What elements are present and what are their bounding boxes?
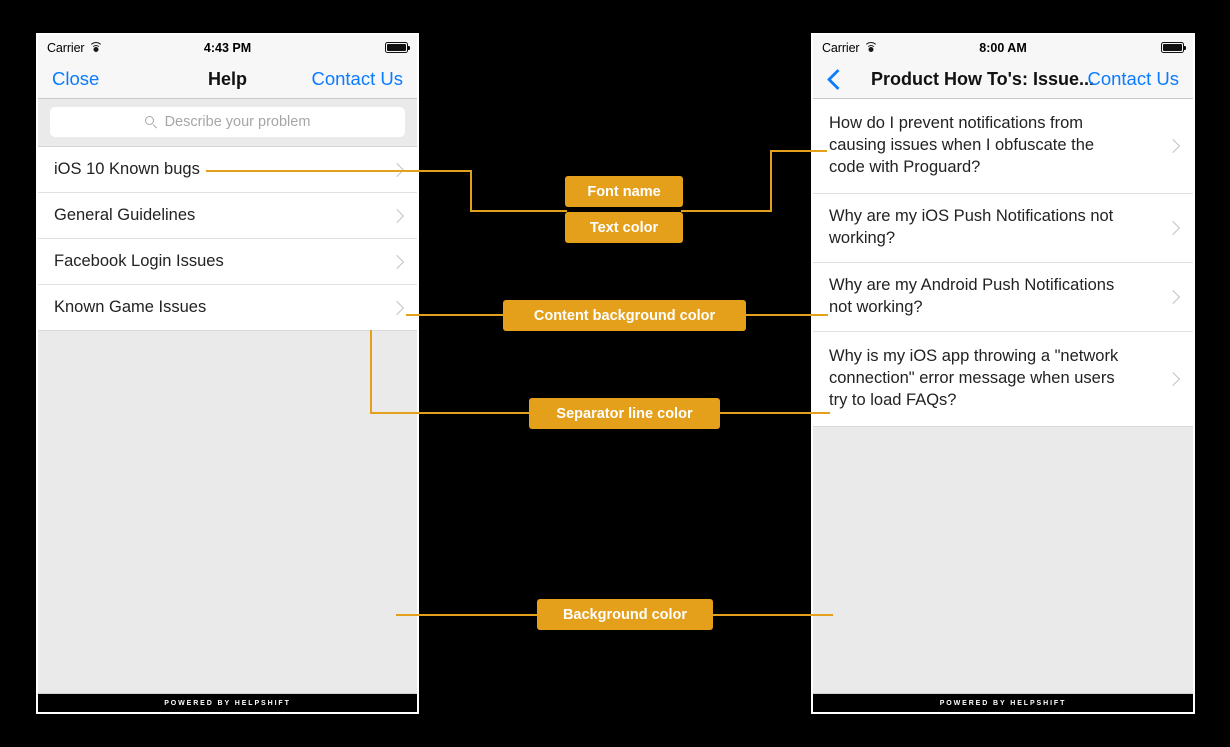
right-status-right [1161, 42, 1187, 53]
connector-right-fontname-h2 [770, 150, 827, 152]
search-bar-container: Describe your problem [38, 99, 417, 147]
list-item-label: Known Game Issues [54, 297, 207, 316]
list-item[interactable]: Known Game Issues [38, 285, 417, 331]
chevron-right-icon [392, 207, 403, 225]
powered-by-footer: POWERED BY HELPSHIFT [813, 693, 1193, 712]
search-placeholder: Describe your problem [164, 114, 311, 130]
list-item-label: Why are my Android Push Notifications no… [829, 275, 1115, 316]
list-item[interactable]: How do I prevent notifications from caus… [813, 99, 1193, 194]
list-item-content: General Guidelines [54, 193, 203, 238]
wifi-icon [89, 42, 103, 53]
annotation-background-color: Background color [537, 599, 713, 630]
right-phone-screen: Carrier 8:00 AM Product How To's: Issue.… [813, 35, 1193, 712]
right-empty-area [813, 426, 1193, 693]
annotation-content-background-color: Content background color [503, 300, 746, 331]
page-title: Product How To's: Issue... [871, 68, 1094, 89]
connector-left-fontname-h1 [206, 170, 472, 172]
carrier-label: Carrier [47, 40, 85, 55]
faq-list: How do I prevent notifications from caus… [813, 99, 1193, 427]
connector-separator-v [370, 330, 372, 413]
contact-us-button[interactable]: Contact Us [1087, 68, 1179, 89]
connector-right-fontname-h1 [681, 210, 772, 212]
chevron-right-icon [1168, 370, 1179, 388]
close-button[interactable]: Close [52, 68, 100, 89]
battery-full-icon [385, 42, 411, 53]
connector-left-fontname-v [470, 170, 472, 212]
chevron-right-icon [392, 299, 403, 317]
list-item-label: Facebook Login Issues [54, 251, 224, 270]
right-status-left: Carrier [822, 41, 878, 55]
list-item-content: iOS 10 Known bugs [54, 147, 208, 192]
search-input[interactable]: Describe your problem [50, 107, 405, 137]
list-item[interactable]: General Guidelines [38, 193, 417, 239]
wifi-icon [864, 42, 878, 53]
chevron-right-icon [392, 253, 403, 271]
left-phone-screen: Carrier 4:43 PM Close Help Contact Us De… [38, 35, 417, 712]
left-status-right [385, 42, 411, 53]
connector-separator-right [718, 412, 830, 414]
list-item[interactable]: Why is my iOS app throwing a "network co… [813, 331, 1193, 427]
chevron-right-icon [1168, 137, 1179, 155]
carrier-label: Carrier [822, 40, 860, 55]
list-item-label: iOS 10 Known bugs [54, 159, 200, 178]
faq-section-list: iOS 10 Known bugs General Guidelines Fac… [38, 147, 417, 331]
contact-us-button[interactable]: Contact Us [311, 68, 403, 89]
annotation-text-color: Text color [565, 212, 683, 243]
left-phone-frame: Carrier 4:43 PM Close Help Contact Us De… [36, 33, 419, 714]
connector-content-bg-right [744, 314, 828, 316]
left-status-bar: Carrier 4:43 PM [38, 35, 417, 60]
connector-background-right [711, 614, 833, 616]
list-item-content: Known Game Issues [54, 285, 214, 330]
annotation-font-name: Font name [565, 176, 683, 207]
left-nav-bar: Close Help Contact Us [38, 60, 417, 99]
right-phone-frame: Carrier 8:00 AM Product How To's: Issue.… [811, 33, 1195, 714]
list-item[interactable]: Why are my Android Push Notifications no… [813, 262, 1193, 332]
list-item-label: Why are my iOS Push Notifications not wo… [829, 207, 1114, 247]
connector-content-bg-left [406, 314, 505, 316]
battery-full-icon [1161, 42, 1187, 53]
connector-background-left [396, 614, 539, 616]
right-status-bar: Carrier 8:00 AM [813, 35, 1193, 60]
right-nav-bar: Product How To's: Issue... Contact Us [813, 60, 1193, 99]
annotation-separator-line-color: Separator line color [529, 398, 720, 429]
list-item-label: How do I prevent notifications from caus… [829, 114, 1095, 176]
list-item-content: Facebook Login Issues [54, 239, 232, 284]
connector-separator-left [370, 412, 531, 414]
connector-right-fontname-v [770, 150, 772, 212]
list-item[interactable]: Why are my iOS Push Notifications not wo… [813, 194, 1193, 263]
chevron-right-icon [1168, 219, 1179, 237]
list-item-label: General Guidelines [54, 205, 196, 224]
list-item[interactable]: Facebook Login Issues [38, 239, 417, 285]
chevron-right-icon [1168, 288, 1179, 306]
left-empty-area [38, 331, 417, 693]
connector-left-fontname-h2 [470, 210, 567, 212]
list-item-label: Why is my iOS app throwing a "network co… [829, 346, 1119, 409]
search-icon [144, 115, 158, 129]
powered-by-footer: POWERED BY HELPSHIFT [38, 693, 417, 712]
back-chevron-icon[interactable] [827, 68, 841, 90]
left-status-left: Carrier [47, 41, 103, 55]
